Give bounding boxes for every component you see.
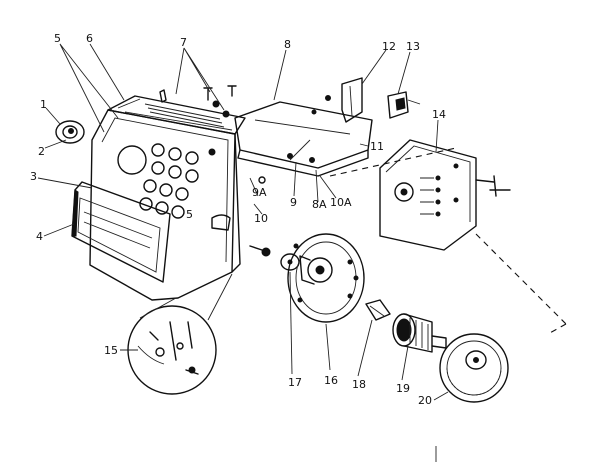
callout-16: 16 xyxy=(324,374,338,387)
callout-5a: 5 xyxy=(54,32,61,45)
callout-4: 4 xyxy=(36,230,43,243)
callout-18: 18 xyxy=(352,378,366,391)
part-small-screw xyxy=(249,176,271,257)
callout-17: 17 xyxy=(288,376,302,389)
board-terminals xyxy=(420,163,459,217)
part-main-housing xyxy=(71,95,246,301)
callout-12: 12 xyxy=(382,40,396,53)
callout-9: 9 xyxy=(290,196,297,209)
callout-20: 20 xyxy=(418,394,432,407)
part-wheel xyxy=(439,333,509,403)
callout-10: 10 xyxy=(254,212,268,225)
callout-15: 15 xyxy=(104,344,118,357)
callout-labels: 1 2 3 4 5 5 6 7 8 8A 9 9A 10 10A 11 12 1… xyxy=(30,32,446,407)
part-motor-housing xyxy=(287,233,365,323)
callout-19: 19 xyxy=(396,382,410,395)
callout-1: 1 xyxy=(40,98,47,111)
part-control-board xyxy=(379,139,511,251)
callout-8: 8 xyxy=(284,38,291,51)
leader-lines xyxy=(37,43,449,462)
motor-housing-bolts xyxy=(293,243,359,303)
callout-10a: 10A xyxy=(330,196,352,209)
part-gear xyxy=(392,313,447,353)
callout-13: 13 xyxy=(406,40,420,53)
part-bracket xyxy=(341,77,363,123)
assembly-guide-line xyxy=(329,147,567,335)
callout-9a: 9A xyxy=(252,186,267,199)
detail-inset xyxy=(127,273,233,395)
part-shaft-coupling xyxy=(365,299,391,321)
part-clip xyxy=(387,91,421,119)
callout-14: 14 xyxy=(432,108,446,121)
callout-6: 6 xyxy=(86,32,93,45)
housing-knob-cluster xyxy=(139,143,216,219)
callout-7: 7 xyxy=(180,36,187,49)
callout-11: 11 xyxy=(370,140,384,153)
part-cover-plate xyxy=(234,95,373,177)
callout-3: 3 xyxy=(30,170,37,183)
part-knob xyxy=(55,120,85,144)
part-screws xyxy=(159,85,237,118)
callout-5b: 5 xyxy=(186,208,193,221)
callout-2: 2 xyxy=(38,145,45,158)
callout-8a: 8A xyxy=(312,198,327,211)
